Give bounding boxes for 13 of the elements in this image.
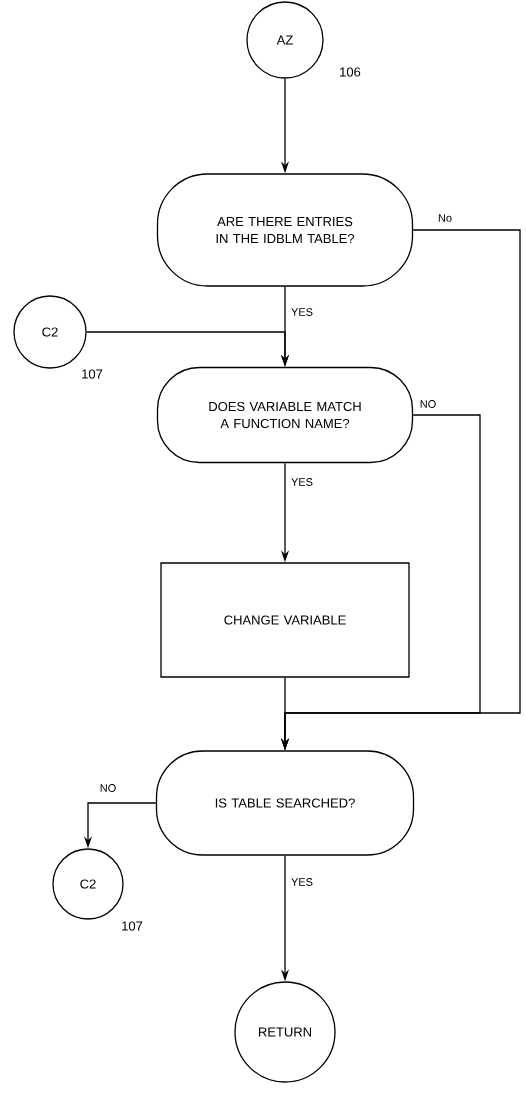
process-box: CHANGE VARIABLE: [160, 562, 410, 678]
edge-label: NO: [418, 399, 438, 409]
edge-label: YES: [290, 307, 314, 317]
decision-box: IS TABLE SEARCHED?: [155, 750, 415, 856]
reference-number: 107: [82, 369, 103, 379]
reference-number: 106: [340, 67, 361, 77]
edge-label: YES: [290, 477, 314, 487]
decision-box: ARE THERE ENTRIES IN THE IDBLM TABLE?: [156, 173, 414, 287]
edge-label: YES: [290, 877, 314, 887]
reference-number: 107: [122, 921, 143, 931]
edge-label: No: [436, 213, 454, 223]
edge-label: NO: [98, 783, 118, 793]
decision-box: DOES VARIABLE MATCH A FUNCTION NAME?: [156, 366, 414, 464]
